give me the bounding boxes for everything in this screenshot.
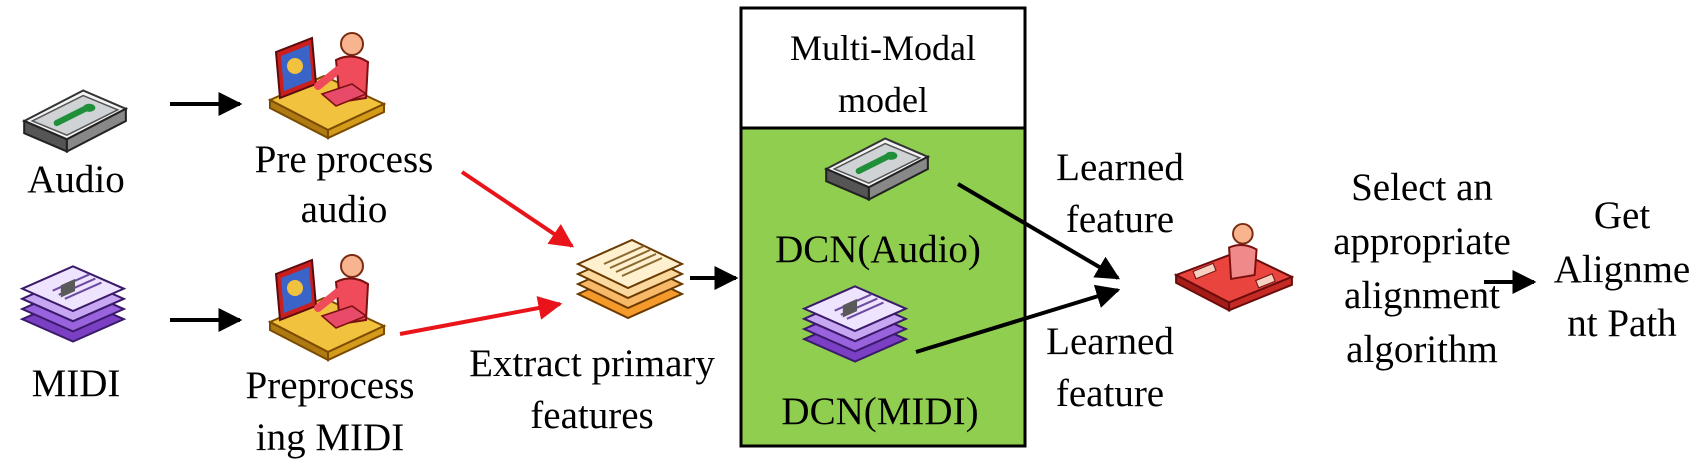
select-line1: Select an (1351, 166, 1493, 209)
dcn-audio-label: DCN(Audio) (775, 228, 981, 271)
extract-line1: Extract primary (469, 342, 715, 385)
output-line3: nt Path (1567, 302, 1676, 345)
midi-label: MIDI (32, 362, 121, 405)
select-algorithm-person-icon (1175, 222, 1293, 312)
output-line2: Alignme (1554, 248, 1690, 291)
audio-label: Audio (27, 158, 125, 201)
learned-midi-line2: feature (1056, 372, 1164, 415)
select-line2: appropriate (1333, 220, 1511, 263)
preprocess-midi-person-icon (270, 255, 384, 360)
arrow-dcn-midi-to-select (915, 284, 1121, 354)
select-line3: alignment (1344, 274, 1500, 317)
output-line1: Get (1594, 194, 1650, 237)
extract-line2: features (530, 394, 653, 437)
model-title-panel (739, 6, 1027, 130)
preprocess-midi-line1: Preprocess (246, 364, 415, 407)
model-title-line1: Multi-Modal (790, 28, 976, 68)
select-line4: algorithm (1346, 328, 1498, 371)
dcn-midi-label: DCN(MIDI) (781, 390, 978, 433)
model-title-line2: model (838, 80, 928, 120)
preprocess-audio-line1: Pre process (255, 138, 434, 181)
arrow-preprocess-midi-to-extract (399, 296, 563, 336)
multi-modal-model-box: Multi-Modal model DCN(Audio) DCN(MIDI) (739, 6, 1027, 448)
preprocess-audio-line2: audio (301, 188, 388, 231)
arrow-preprocess-audio-to-extract (460, 170, 574, 248)
learned-audio-line2: feature (1066, 198, 1174, 241)
audio-drive-icon (24, 90, 126, 151)
preprocess-midi-line2: ing MIDI (256, 416, 404, 459)
learned-audio-line1: Learned (1056, 146, 1184, 189)
arrow-dcn-audio-to-select (956, 182, 1121, 280)
learned-midi-line1: Learned (1046, 320, 1174, 363)
preprocess-audio-person-icon (270, 33, 384, 138)
midi-document-stack-icon (21, 265, 125, 343)
feature-documents-icon (577, 239, 683, 319)
